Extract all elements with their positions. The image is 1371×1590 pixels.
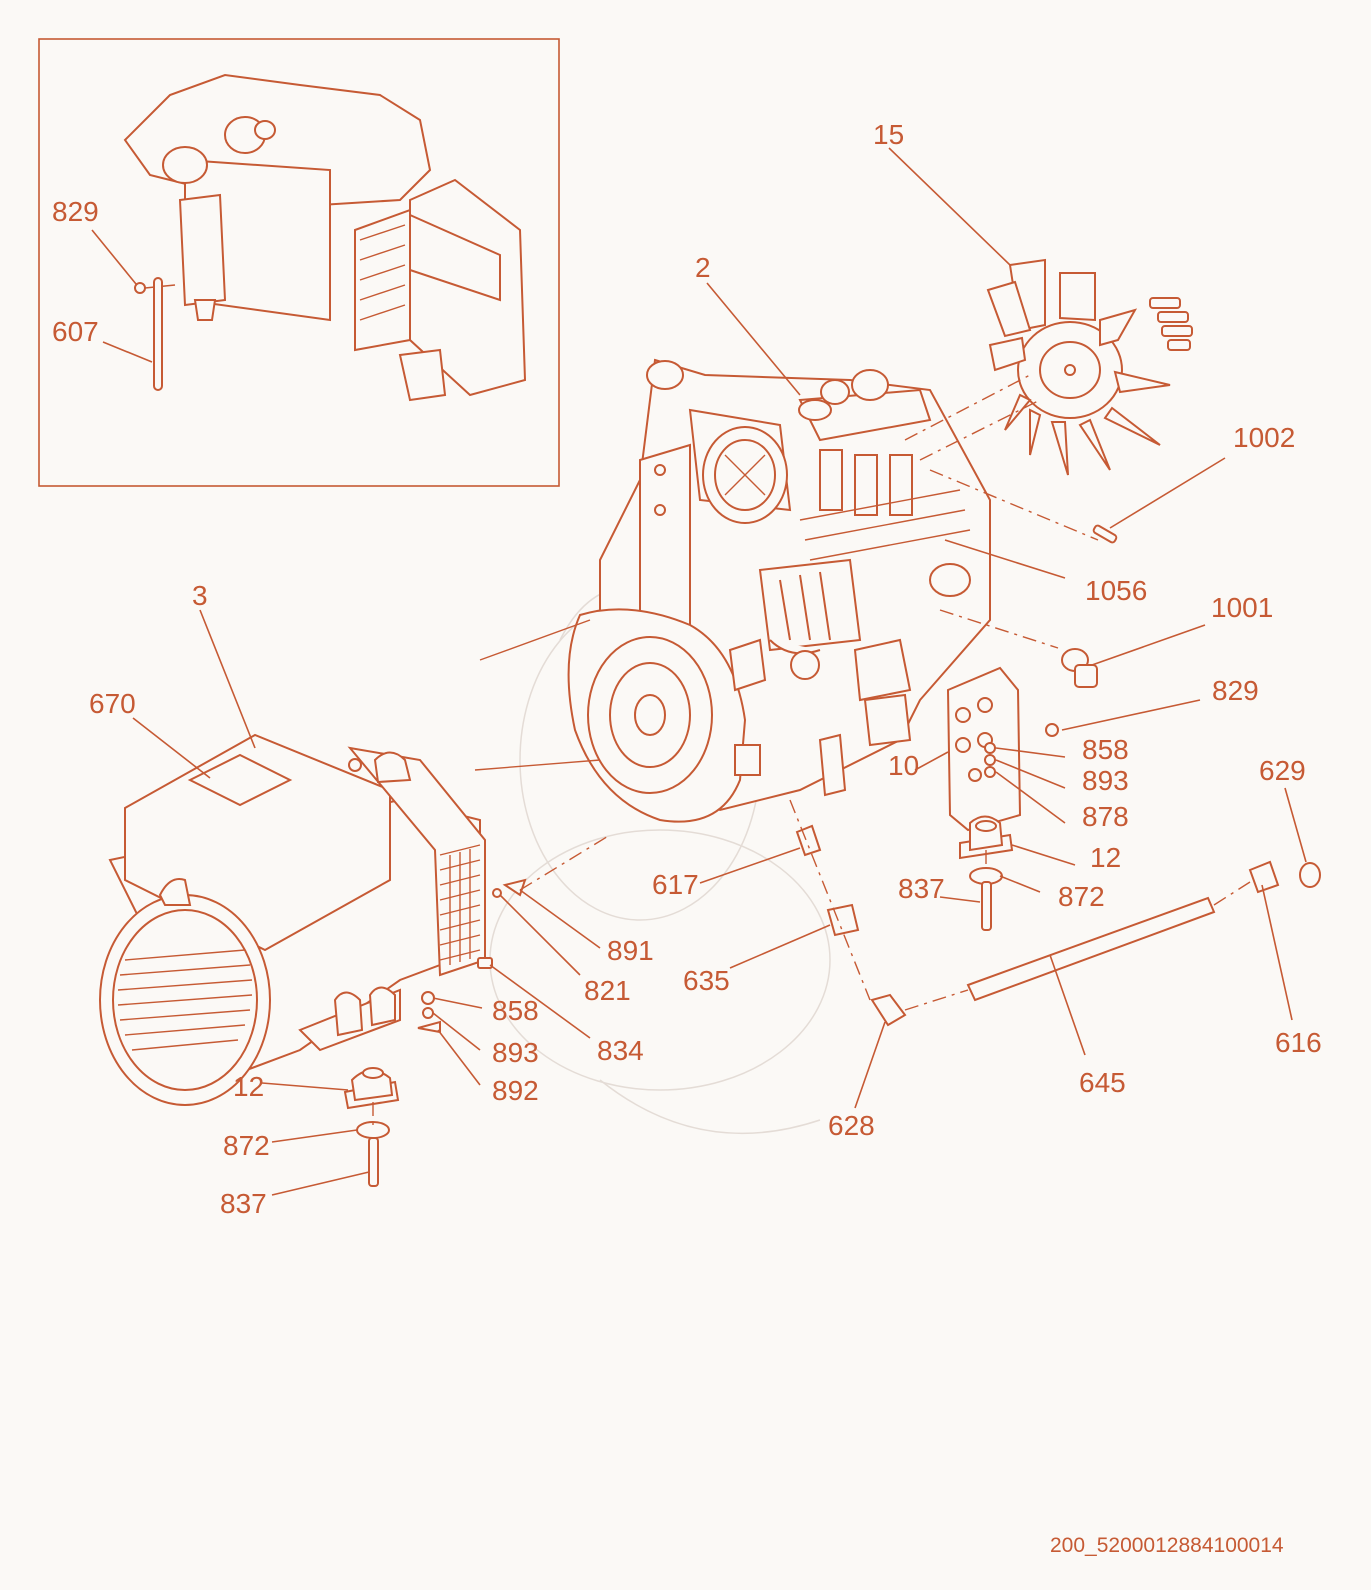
callout-670: 670 xyxy=(89,688,136,719)
callouts: 15 2 1002 1056 1001 3 670 829 10 858 893… xyxy=(89,119,1322,1219)
callout-645: 645 xyxy=(1079,1067,1126,1098)
leader-lines xyxy=(132,147,1307,1196)
callout-10: 10 xyxy=(888,750,919,781)
cooling-fan xyxy=(986,258,1171,476)
isolator-mount-left xyxy=(343,1067,400,1187)
inset-frame xyxy=(38,38,560,487)
callout-872-right: 872 xyxy=(1058,881,1105,912)
callout-1056: 1056 xyxy=(1085,575,1147,606)
callout-12-right: 12 xyxy=(1090,842,1121,873)
callout-892: 892 xyxy=(492,1075,539,1106)
sensor-1002 xyxy=(1092,524,1118,544)
fan-bolts xyxy=(1149,297,1193,351)
callout-858-left: 858 xyxy=(492,995,539,1026)
callout-821: 821 xyxy=(584,975,631,1006)
callout-891: 891 xyxy=(607,935,654,966)
washer-stack-right xyxy=(984,742,996,778)
callout-834: 834 xyxy=(597,1035,644,1066)
inset-view: 829 607 xyxy=(38,38,560,487)
inset-callout-607: 607 xyxy=(52,316,99,347)
callout-829: 829 xyxy=(1212,675,1259,706)
callout-629: 629 xyxy=(1259,755,1306,786)
callout-3: 3 xyxy=(192,580,208,611)
inset-engine-illustration xyxy=(123,73,527,402)
callout-12-left: 12 xyxy=(233,1071,264,1102)
callout-837-left: 837 xyxy=(220,1188,267,1219)
callout-878: 878 xyxy=(1082,801,1129,832)
inset-strap-607 xyxy=(153,277,163,391)
callout-15: 15 xyxy=(873,119,904,150)
hose-645 xyxy=(966,896,1216,1002)
callout-617: 617 xyxy=(652,869,699,900)
callout-858-right: 858 xyxy=(1082,734,1129,765)
alignment-lines xyxy=(372,374,1251,1125)
callout-616: 616 xyxy=(1275,1027,1322,1058)
engine-mount-bracket xyxy=(946,666,1059,832)
alternator xyxy=(99,733,486,1106)
fittings xyxy=(795,824,1321,1027)
alternator-hardware xyxy=(417,878,527,1034)
callout-872-left: 872 xyxy=(223,1130,270,1161)
callout-893-right: 893 xyxy=(1082,765,1129,796)
callout-635: 635 xyxy=(683,965,730,996)
callout-2: 2 xyxy=(695,252,711,283)
inset-callout-829: 829 xyxy=(52,196,99,227)
callout-837-right: 837 xyxy=(898,873,945,904)
callout-1001: 1001 xyxy=(1211,592,1273,623)
sensor-1001 xyxy=(1061,648,1098,688)
callout-893-left: 893 xyxy=(492,1037,539,1068)
callout-1002: 1002 xyxy=(1233,422,1295,453)
engine-block xyxy=(567,358,991,823)
isolator-mount-right xyxy=(959,815,1014,931)
callout-628: 628 xyxy=(828,1110,875,1141)
document-id: 200_5200012884100014 xyxy=(1050,1534,1284,1557)
